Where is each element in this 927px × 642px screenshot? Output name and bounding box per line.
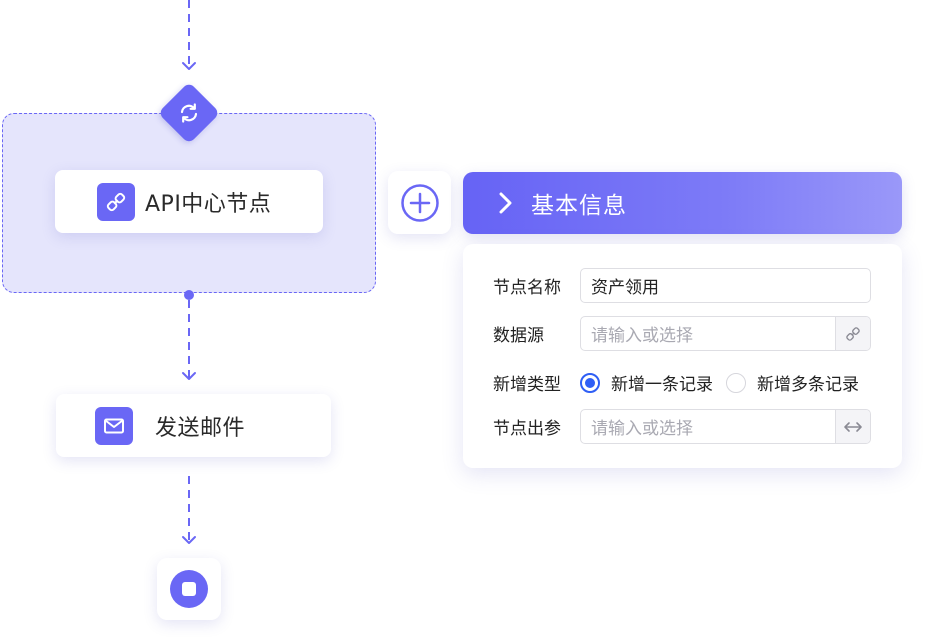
refresh-icon [180, 103, 198, 123]
loop-badge[interactable] [157, 81, 221, 145]
panel-title: 基本信息 [531, 193, 627, 219]
node-name-label: 节点名称 [493, 278, 561, 298]
add-type-radio-group: 新增一条记录 新增多条记录 [580, 370, 872, 395]
data-source-row: 数据源 请输入或选择 [493, 316, 871, 351]
add-node-button[interactable] [388, 171, 451, 234]
node-output-label: 节点出参 [493, 419, 561, 439]
basic-info-header[interactable]: 基本信息 [463, 172, 902, 234]
data-source-input[interactable]: 请输入或选择 [580, 316, 871, 351]
node-name-input[interactable]: 资产领用 [580, 268, 871, 303]
swap-icon [844, 421, 862, 432]
node-label: API中心节点 [145, 191, 272, 217]
radio-label: 新增一条记录 [611, 375, 713, 395]
plus-circle-icon [400, 183, 439, 222]
link-icon [106, 192, 126, 211]
node-output-placeholder: 请输入或选择 [591, 419, 693, 439]
add-type-label: 新增类型 [493, 375, 561, 395]
radio-multiple-records[interactable]: 新增多条记录 [726, 370, 859, 395]
radio-label: 新增多条记录 [757, 375, 859, 395]
basic-info-form: 节点名称 资产领用 数据源 请输入或选择 [463, 244, 902, 468]
chevron-right-icon [499, 192, 512, 214]
stop-icon [170, 570, 208, 608]
link-icon [846, 326, 860, 341]
radio-unchecked-indicator [726, 372, 746, 393]
node-label: 发送邮件 [155, 415, 246, 441]
node-output-input[interactable]: 请输入或选择 [580, 409, 871, 444]
radio-single-record[interactable]: 新增一条记录 [580, 370, 713, 395]
data-source-placeholder: 请输入或选择 [591, 326, 693, 346]
api-center-node[interactable]: API中心节点 [55, 170, 323, 233]
radio-checked-indicator [580, 372, 600, 393]
add-type-row: 新增类型 新增一条记录 新增多条记录 [493, 370, 872, 395]
node-name-row: 节点名称 资产领用 [493, 268, 871, 303]
end-node[interactable] [157, 558, 221, 620]
data-source-label: 数据源 [493, 326, 544, 346]
send-email-node[interactable]: 发送邮件 [56, 394, 331, 457]
mail-icon [104, 418, 124, 433]
node-name-value: 资产领用 [591, 278, 659, 298]
loop-output-port[interactable] [184, 290, 194, 300]
node-icon-badge [95, 406, 133, 445]
node-output-row: 节点出参 请输入或选择 [493, 409, 871, 444]
node-output-swap-button[interactable] [835, 410, 870, 443]
node-icon-badge [97, 182, 135, 221]
data-source-link-button[interactable] [835, 317, 870, 350]
